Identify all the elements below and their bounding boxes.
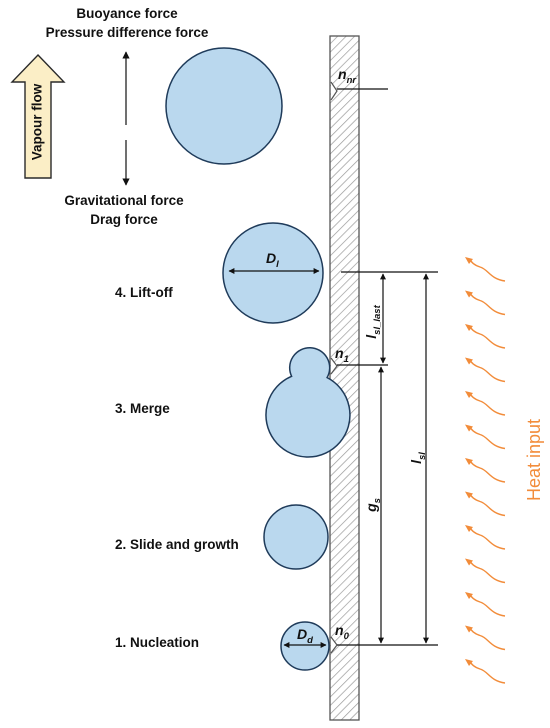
heat-arrow [469, 593, 506, 617]
heat-arrow-head [465, 257, 473, 264]
heat-arrow [469, 258, 506, 282]
heat-arrow [469, 325, 506, 349]
liftoff-bubble [222, 222, 324, 324]
l-sl-last-label: lsl_last [363, 304, 383, 338]
heat-arrow [469, 660, 506, 684]
heat-arrow-head [465, 491, 473, 499]
stage-nucleation-label: 1. Nucleation [115, 635, 199, 650]
pressure-difference-force-label: Pressure difference force [46, 25, 209, 40]
stage-slide-label: 2. Slide and growth [115, 537, 239, 552]
gravitational-force-label: Gravitational force [64, 193, 184, 208]
heat-arrow-head [465, 424, 473, 432]
heat-input-arrows [465, 257, 506, 684]
buoyance-force-label: Buoyance force [76, 6, 178, 21]
heat-arrow-head [465, 592, 473, 599]
heat-arrow-head [465, 659, 473, 666]
g-s-label: gs [363, 498, 383, 513]
heated-wall [329, 35, 360, 721]
sliding-bubble [263, 504, 329, 570]
detached-bubble [165, 47, 283, 165]
heat-arrow [469, 560, 506, 584]
heat-arrow [469, 292, 506, 316]
heat-arrow [469, 526, 506, 550]
l-sl-label: lsl [408, 452, 428, 464]
heat-arrow-head [465, 558, 473, 566]
merging-bubbles [265, 347, 351, 458]
heat-arrow-head [465, 391, 473, 398]
heat-input-label: Heat input [524, 419, 544, 501]
heat-arrow-head [465, 458, 473, 465]
stage-liftoff-label: 4. Lift-off [115, 285, 173, 300]
heat-arrow [469, 392, 506, 416]
heat-arrow-head [465, 290, 473, 298]
drag-force-label: Drag force [90, 212, 158, 227]
heat-arrow-head [465, 357, 473, 365]
d-l-label: Dl [266, 250, 279, 270]
heat-arrow-head [465, 525, 473, 532]
d-d-label: Dd [297, 626, 313, 646]
stage-merge-label: 3. Merge [115, 401, 170, 416]
heat-arrow [469, 426, 506, 450]
n-0-label: n0 [335, 622, 350, 642]
heat-arrow [469, 359, 506, 383]
heat-arrow [469, 459, 506, 483]
heat-arrow-head [465, 625, 473, 633]
heat-arrow-head [465, 324, 473, 331]
vapour-flow-arrow: Vapour flow [10, 53, 66, 179]
n-nr-label: nnr [338, 66, 357, 86]
n-1-label: n1 [335, 345, 349, 365]
vapour-flow-label: Vapour flow [30, 83, 45, 160]
heat-arrow [469, 627, 506, 651]
heat-arrow [469, 493, 506, 517]
